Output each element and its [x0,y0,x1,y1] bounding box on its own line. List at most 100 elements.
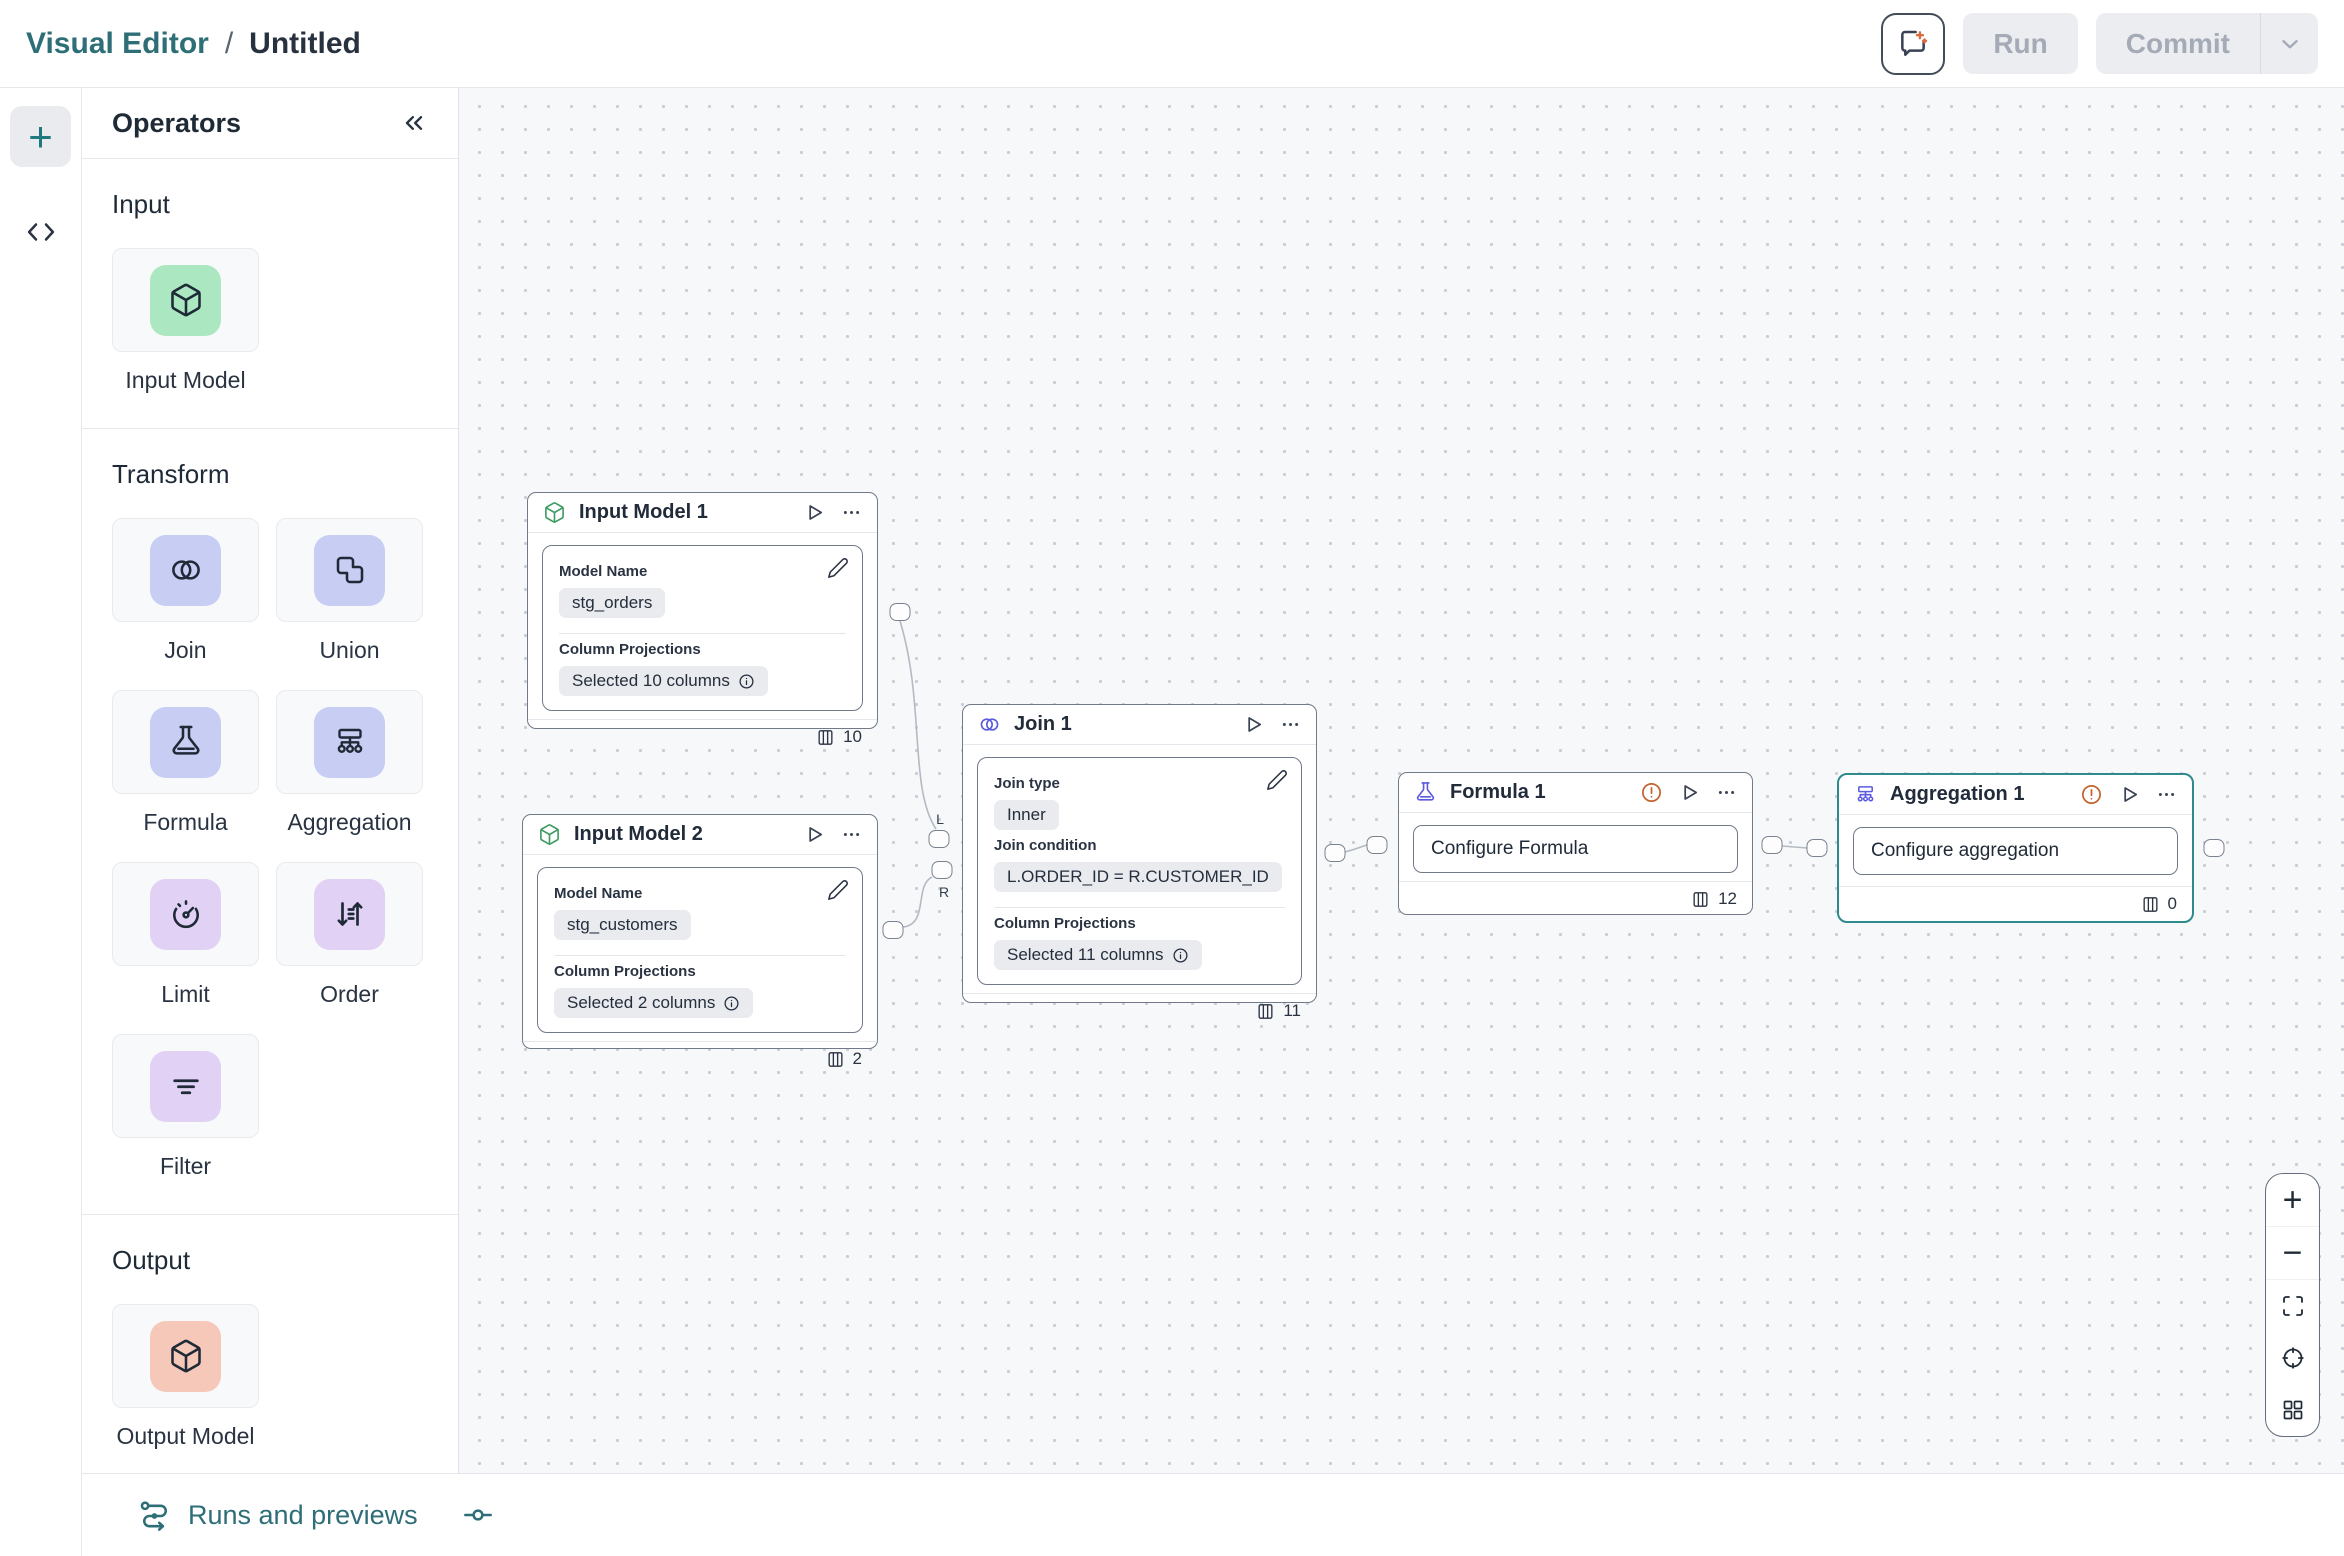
chevrons-left-icon [400,109,428,137]
tile-label: Filter [159,1153,212,1179]
edge-formula-aggregation [1781,845,1808,849]
node-aggregation-1[interactable]: Aggregation 1 Configure aggregation 0 [1837,773,2194,923]
columns-icon [816,728,835,747]
center-view-button[interactable] [2266,1332,2319,1384]
port-aggregation-output[interactable] [2203,839,2225,857]
columns-icon [2141,895,2160,914]
operator-tile-filter[interactable]: Filter [112,1034,259,1180]
join-type-pill[interactable]: Inner [994,800,1059,830]
operator-tile-formula[interactable]: Formula [112,690,259,836]
join-circles-icon [978,713,1001,736]
tile-label: Order [320,981,379,1007]
zoom-out-button[interactable]: − [2266,1227,2319,1279]
node-menu-button[interactable] [841,824,862,845]
breadcrumb: Visual Editor / Untitled [26,27,361,61]
document-title[interactable]: Untitled [249,26,361,60]
operator-tile-union[interactable]: Union [276,518,423,664]
run-node-button[interactable] [803,823,826,846]
port-join-left-input[interactable] [928,830,950,848]
layout-grid-button[interactable] [2266,1384,2319,1436]
node-footer: 0 [1839,886,2192,921]
section-label-transform: Transform [112,459,230,489]
node-title: Input Model 2 [574,823,703,845]
runs-and-previews-button[interactable]: Runs and previews [138,1498,418,1532]
node-formula-1[interactable]: Formula 1 Configure Formula 12 [1398,772,1753,915]
plus-icon: + [2282,1180,2303,1219]
warning-icon [2080,783,2103,806]
edit-pencil-icon[interactable] [827,879,849,901]
configure-formula-button[interactable]: Configure Formula [1413,825,1738,873]
code-view-button[interactable] [26,217,56,247]
port-inputmodel1-output[interactable] [889,603,911,621]
commit-dropdown-button[interactable] [2260,13,2318,74]
run-node-button[interactable] [1242,713,1265,736]
minus-icon: − [2282,1233,2303,1272]
tile-label: Formula [143,809,228,835]
columns-icon [1691,890,1710,909]
port-formula-input[interactable] [1366,836,1388,854]
commit-split-button: Commit [2095,13,2318,74]
node-menu-button[interactable] [1716,782,1737,803]
column-projections-pill[interactable]: Selected 10 columns [559,666,768,696]
port-inputmodel2-output[interactable] [882,921,904,939]
join-condition-pill[interactable]: L.ORDER_ID = R.CUSTOMER_ID [994,862,1282,892]
run-node-button[interactable] [2118,783,2141,806]
section-label-input: Input [112,189,170,219]
edit-pencil-icon[interactable] [827,557,849,579]
breadcrumb-app-link[interactable]: Visual Editor [26,26,209,60]
port-formula-output[interactable] [1761,836,1783,854]
crosshair-icon [2281,1346,2305,1370]
field-label: Column Projections [559,641,701,658]
configure-aggregation-button[interactable]: Configure aggregation [1853,827,2178,875]
operator-tile-limit[interactable]: Limit [112,862,259,1008]
run-node-button[interactable] [1678,781,1701,804]
model-name-pill[interactable]: stg_customers [554,910,691,940]
operator-tile-input-model[interactable]: Input Model [112,248,259,394]
column-projections-pill[interactable]: Selected 2 columns [554,988,754,1018]
node-input-model-1[interactable]: Input Model 1 Model Name stg_orders Colu… [527,492,878,746]
operators-section-transform: Transform Join Union Formula Aggre [82,429,458,1215]
node-config-card: Model Name stg_orders Column Projections… [542,545,863,711]
tile-label: Limit [161,981,210,1007]
edit-pencil-icon[interactable] [1266,769,1288,791]
flask-icon [150,706,221,778]
run-button[interactable]: Run [1963,13,2078,74]
operator-tile-output-model[interactable]: Output Model [112,1304,259,1450]
column-projections-pill[interactable]: Selected 11 columns [994,940,1202,970]
commit-history-button[interactable] [462,1499,494,1531]
join-circles-icon [150,534,221,606]
filter-lines-icon [150,1050,221,1122]
commit-button[interactable]: Commit [2125,27,2230,59]
node-input-model-2[interactable]: Input Model 2 Model Name stg_customers C… [522,814,878,1068]
run-node-button[interactable] [803,501,826,524]
node-title: Input Model 1 [579,501,708,523]
node-menu-button[interactable] [841,502,862,523]
info-icon [738,673,755,690]
operator-tile-aggregation[interactable]: Aggregation [276,690,423,836]
port-join-output[interactable] [1324,844,1346,862]
node-menu-button[interactable] [2156,784,2177,805]
ai-chat-sparkle-icon [1897,28,1929,60]
operator-tile-order[interactable]: Order [276,862,423,1008]
collapse-panel-button[interactable] [400,109,428,137]
node-config-card: Join type Inner Join condition L.ORDER_I… [977,757,1302,985]
edge-inputmodel2-join-right [902,876,933,928]
sitemap-icon [1854,783,1877,806]
operator-tile-join[interactable]: Join [112,518,259,664]
tile-label: Join [164,637,207,663]
port-join-right-input[interactable] [931,861,953,879]
section-label-output: Output [112,1245,191,1275]
tile-label: Input Model [125,367,246,393]
model-name-pill[interactable]: stg_orders [559,588,666,618]
port-aggregation-input[interactable] [1806,839,1828,857]
flow-canvas[interactable]: Input Model 1 Model Name stg_orders Colu… [459,88,2344,1473]
fit-view-button[interactable] [2266,1280,2319,1332]
node-menu-button[interactable] [1280,714,1301,735]
left-icon-rail: + [0,88,82,1556]
node-join-1[interactable]: Join 1 Join type Inner Join condition L.… [962,704,1317,1020]
add-button[interactable]: + [10,106,71,167]
zoom-in-button[interactable]: + [2266,1174,2319,1226]
canvas-zoom-controls: + − [2265,1173,2320,1437]
node-footer: 11 [963,993,1316,1028]
ai-assistant-button[interactable] [1881,12,1946,75]
